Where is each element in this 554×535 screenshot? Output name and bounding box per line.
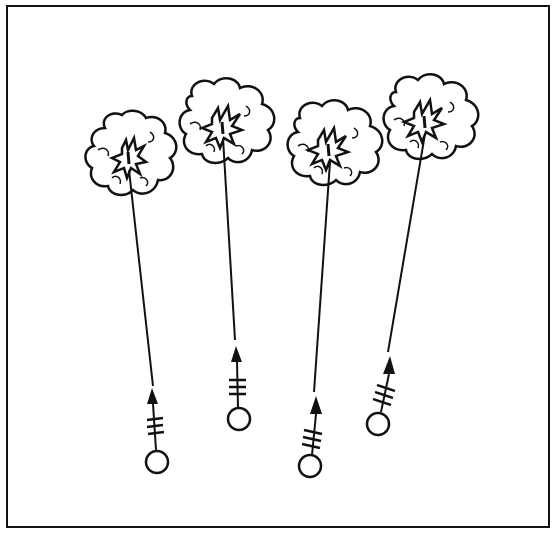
arrow-up-icon bbox=[310, 396, 322, 414]
arrow-up-icon bbox=[147, 388, 158, 404]
unit-1 bbox=[85, 111, 176, 473]
position-circle-icon bbox=[228, 408, 250, 430]
unit-2 bbox=[180, 78, 275, 430]
trajectory-line-2 bbox=[223, 138, 235, 340]
trajectory-line-4 bbox=[388, 134, 425, 352]
explosion-cloud-4 bbox=[384, 74, 479, 159]
trajectory-line-1 bbox=[129, 170, 153, 386]
position-circle-icon bbox=[299, 455, 321, 477]
arrow-up-icon bbox=[231, 346, 242, 362]
explosion-cloud-2 bbox=[180, 78, 275, 163]
unit-4 bbox=[367, 74, 478, 435]
explosion-cloud-3 bbox=[288, 100, 383, 185]
weapon-symbol-2 bbox=[228, 346, 250, 430]
position-circle-icon bbox=[367, 413, 389, 435]
arrow-up-icon bbox=[383, 356, 395, 374]
trajectory-line-3 bbox=[314, 162, 330, 392]
weapon-symbol-1 bbox=[146, 388, 168, 473]
weapon-symbol-3 bbox=[299, 396, 322, 477]
weapon-symbol-4 bbox=[367, 356, 395, 435]
diagram-frame bbox=[7, 6, 549, 527]
position-circle-icon bbox=[146, 451, 168, 473]
